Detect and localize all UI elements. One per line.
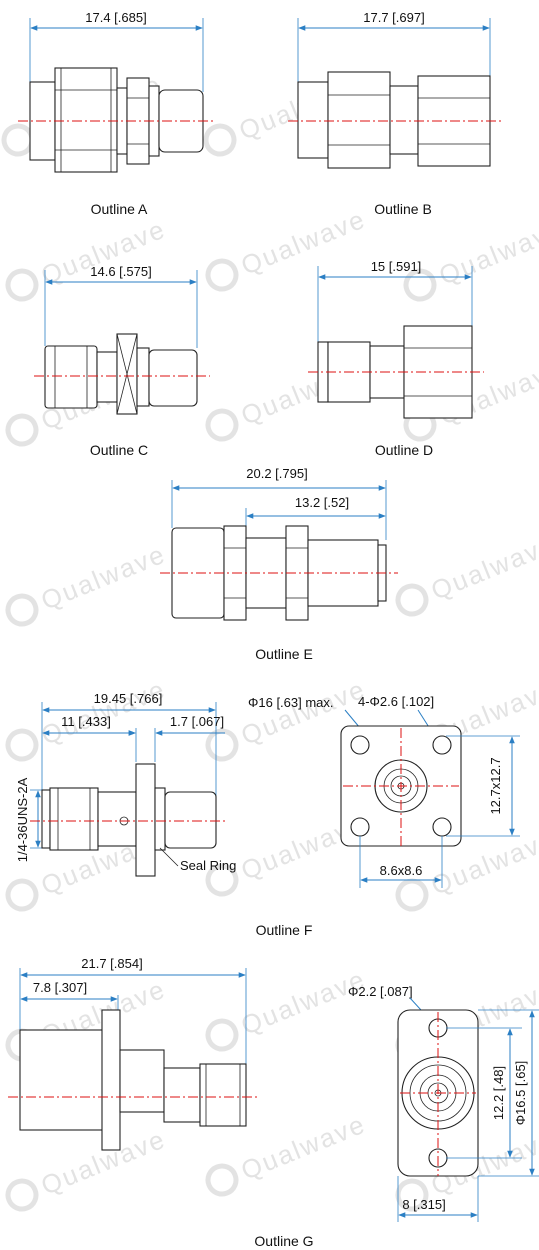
outline-e: 20.2 [.795] 13.2 [.52] Outline E	[160, 466, 398, 662]
mount-hole	[432, 735, 452, 755]
svg-text:Qualwave: Qualwave	[37, 539, 170, 616]
rear-body	[44, 345, 98, 409]
flange-diameter-label: Φ16 [.63] max.	[248, 695, 334, 710]
svg-text:Qualwave: Qualwave	[427, 529, 539, 606]
svg-text:Qualwave: Qualwave	[37, 674, 170, 751]
dimension-left: 11 [.433]	[61, 714, 111, 729]
thread-label: 1/4-36UNS-2A	[15, 777, 30, 862]
watermark-logo: Qualwave	[205, 204, 370, 292]
watermark-logo: Qualwave	[403, 214, 539, 302]
caption: Outline D	[375, 442, 433, 458]
hole-diameter-label: Φ2.2 [.087]	[348, 984, 413, 999]
mount-hole	[350, 817, 370, 837]
dimension-flange: 1.7 [.067]	[170, 714, 224, 729]
svg-text:Qualwave: Qualwave	[237, 964, 370, 1041]
rear-body	[297, 81, 329, 159]
flange-width: 8 [.315]	[402, 1197, 445, 1212]
dimension-overall: 15 [.591]	[371, 259, 422, 274]
outline-g-front: Φ2.2 [.087] 12.2 [.48] Φ16.5 [.65] 8 [.3…	[254, 984, 539, 1249]
dimension-overall: 17.4 [.685]	[85, 10, 146, 25]
dimension-overall: 14.6 [.575]	[90, 264, 151, 279]
svg-text:Qualwave: Qualwave	[435, 214, 539, 291]
svg-text:Qualwave: Qualwave	[37, 214, 170, 291]
mount-hole	[350, 735, 370, 755]
caption: Outline C	[90, 442, 148, 458]
outline-b: 17.7 [.697] Outline B	[288, 10, 502, 217]
outline-c: 14.6 [.575] Outline C	[34, 264, 210, 458]
caption: Outline E	[255, 646, 313, 662]
holes-label: 4-Φ2.6 [.102]	[358, 694, 434, 709]
watermark-logo: Qualwave	[5, 1124, 170, 1212]
dimension-left: 7.8 [.307]	[33, 980, 87, 995]
front-body	[164, 791, 217, 849]
caption: Outline G	[254, 1233, 313, 1249]
flange-height: Φ16.5 [.65]	[513, 1061, 528, 1126]
dimension-overall: 21.7 [.854]	[81, 956, 142, 971]
front-body	[148, 349, 198, 407]
mid-body	[97, 791, 137, 847]
dimension-overall: 17.7 [.697]	[363, 10, 424, 25]
svg-text:Qualwave: Qualwave	[237, 204, 370, 281]
outline-f: 19.45 [.766] 11 [.433] 1.7 [.067] 1/4-36…	[15, 691, 236, 877]
outline-f-front: Φ16 [.63] max. 4-Φ2.6 [.102] 12.7x12.7 8…	[248, 694, 520, 938]
outline-g: 21.7 [.854] 7.8 [.307]	[8, 956, 258, 1151]
hex-nut	[54, 67, 118, 173]
hole-spacing: 12.2 [.48]	[491, 1066, 506, 1120]
caption: Outline B	[374, 201, 432, 217]
dimension-overall: 19.45 [.766]	[94, 691, 163, 706]
mid-body	[119, 1049, 165, 1113]
caption: Outline F	[256, 922, 313, 938]
watermark-logo: Qualwave	[5, 214, 170, 302]
flange	[101, 1009, 121, 1151]
outline-d: 15 [.591] Outline D	[308, 259, 484, 458]
hole-spacing-vertical: 12.7x12.7	[488, 757, 503, 814]
rear-body	[49, 787, 99, 851]
watermark-logo: Qualwave	[395, 529, 539, 617]
watermark-logo: Qualwave	[5, 539, 170, 627]
dimension-overall: 20.2 [.795]	[246, 466, 307, 481]
outline-a: 17.4 [.685] Outline A	[18, 10, 215, 217]
hole-spacing-bottom: 8.6x8.6	[380, 863, 423, 878]
svg-text:Qualwave: Qualwave	[237, 1109, 370, 1186]
flange	[135, 763, 156, 877]
hex-nut	[327, 71, 391, 169]
hex-nut	[199, 1063, 247, 1127]
seal-ring-label: Seal Ring	[180, 858, 236, 873]
dimension-partial: 13.2 [.52]	[295, 495, 349, 510]
mount-hole	[432, 817, 452, 837]
caption: Outline A	[91, 201, 148, 217]
watermark-logo: Qualwave	[205, 964, 370, 1052]
